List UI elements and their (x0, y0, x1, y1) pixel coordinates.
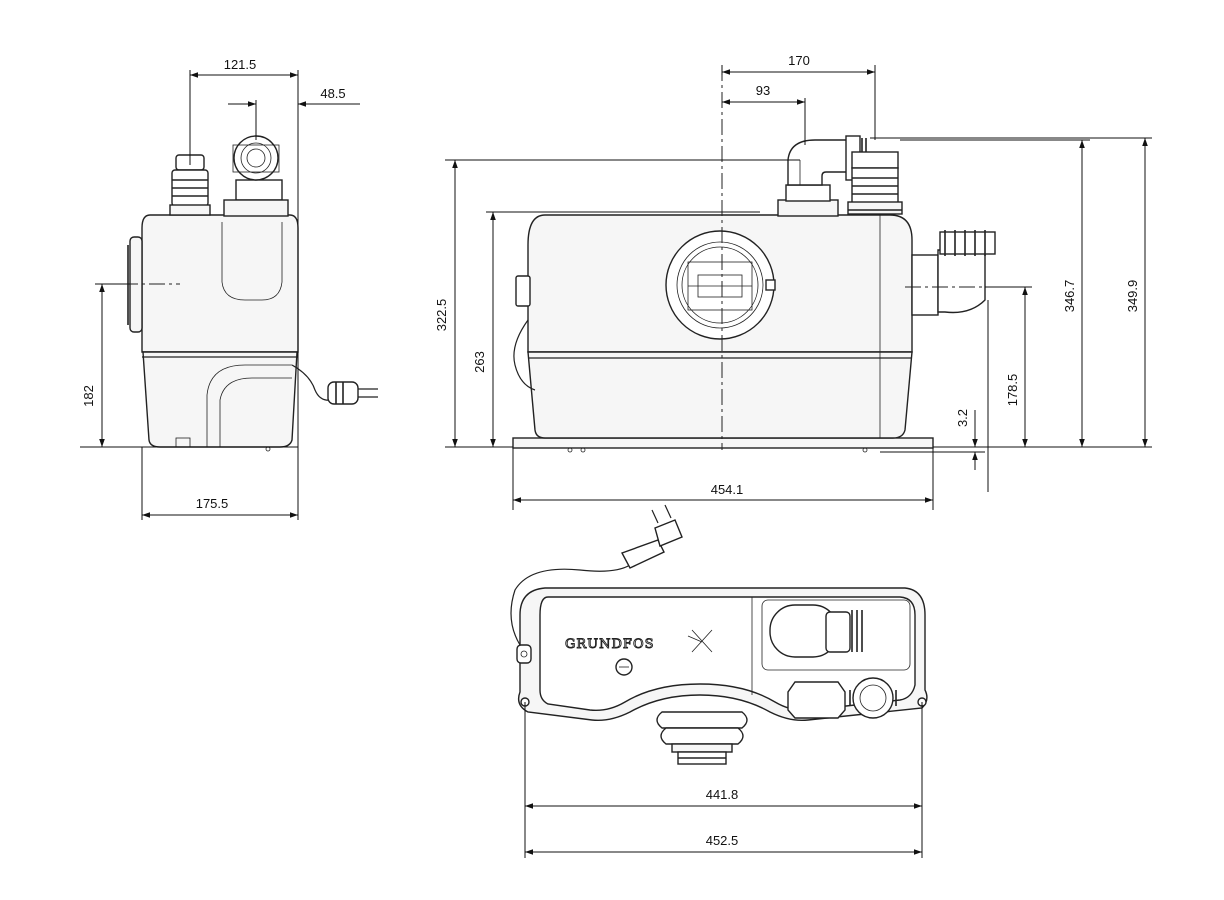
top-bellow-inlet (656, 711, 748, 765)
dim-outlet-offset: 48.5 (320, 86, 345, 101)
dim-side-port-height: 178.5 (1005, 374, 1020, 407)
dim-depth: 175.5 (196, 496, 229, 511)
dim-body-height: 263 (472, 351, 487, 373)
front-cable (513, 319, 536, 391)
side-housing-upper (141, 214, 299, 353)
side-cavity (221, 222, 283, 301)
dim-mounting-holes: 441.8 (706, 787, 739, 802)
dim-outlet-top: 346.7 (1062, 280, 1077, 313)
top-cable (510, 564, 631, 646)
side-outlet-elbow (223, 135, 289, 217)
top-octagon-port (787, 681, 846, 719)
brand-logo: GRUNDFOS (565, 637, 655, 652)
front-access-cover (665, 230, 776, 340)
top-plug (621, 504, 683, 569)
dim-overall-length: 454.1 (711, 482, 744, 497)
side-plug (327, 381, 378, 405)
side-cable (291, 364, 333, 401)
top-outlet-elbow (769, 604, 863, 658)
top-view: GRUNDFOS (510, 504, 928, 858)
top-round-port (849, 677, 897, 719)
dim-foot-offset: 3.2 (955, 409, 970, 427)
side-view: 121.5 48.5 182 175.5 (80, 57, 378, 520)
front-side-inlet (905, 230, 1000, 316)
dim-overall-height: 349.9 (1125, 280, 1140, 313)
side-inlet-pipe (169, 154, 211, 216)
front-housing-lower (527, 351, 913, 439)
dim-inlet-offset: 121.5 (224, 57, 257, 72)
front-base-foot (512, 437, 934, 449)
brand-logo-mark (687, 629, 713, 653)
dim-outlet-horizontal: 170 (788, 53, 810, 68)
dim-side-inlet-height: 182 (81, 385, 96, 407)
front-outlet-elbow (777, 135, 903, 217)
front-view: 170 93 322.5 263 178.5 3.2 346.7 349.9 4… (434, 53, 1152, 510)
front-switch (515, 275, 531, 307)
dim-outlet-height: 322.5 (434, 299, 449, 332)
dim-overall-width: 452.5 (706, 833, 739, 848)
dim-outlet-to-center: 93 (756, 83, 770, 98)
